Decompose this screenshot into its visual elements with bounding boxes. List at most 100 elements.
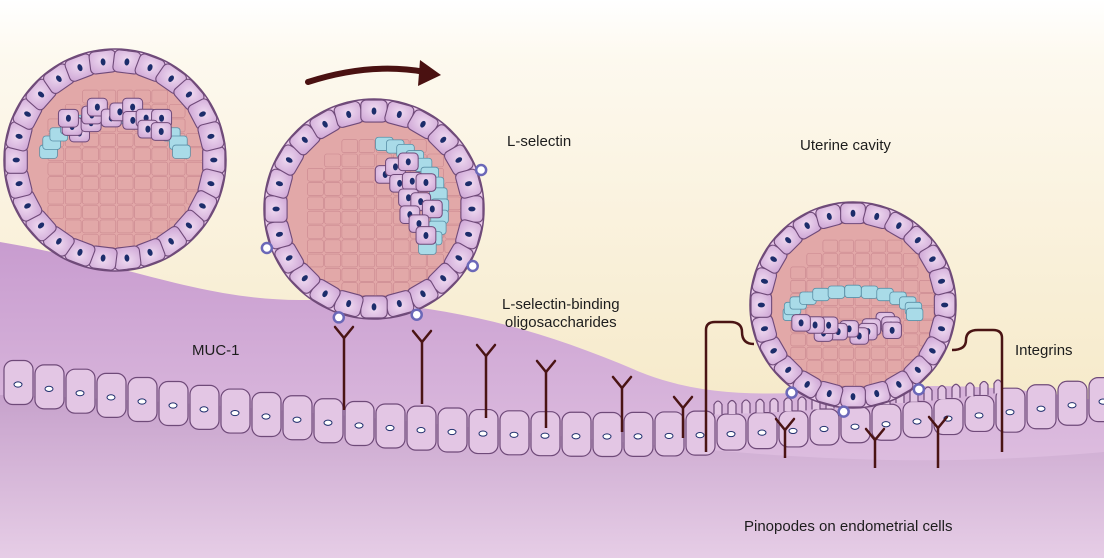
- epithelial-nucleus: [540, 432, 550, 439]
- trophectoderm-cell: [187, 98, 218, 130]
- trophectoderm-cell: [884, 211, 914, 240]
- pinopode: [979, 380, 989, 395]
- trophectoderm-cell: [360, 295, 388, 319]
- label-l-selectin-binding-line2: oligosaccharides: [504, 314, 617, 331]
- label-muc1: MUC-1: [192, 342, 240, 359]
- epithelial-nucleus: [1098, 398, 1104, 405]
- l-selectin-dot: [466, 259, 479, 273]
- trophectoderm-cell: [903, 225, 933, 255]
- epithelial-nucleus: [726, 430, 736, 438]
- trophectoderm-cell: [360, 99, 388, 123]
- trophectoderm-cell: [274, 242, 305, 274]
- epithelial-nucleus: [1036, 405, 1046, 412]
- blastocyst-3: [749, 201, 957, 418]
- pinopode: [937, 385, 947, 400]
- epithelial-nucleus: [447, 428, 457, 436]
- epithelial-nucleus: [478, 430, 488, 437]
- epithelial-nucleus: [602, 433, 612, 440]
- y-receptor-icon: [927, 415, 949, 468]
- trophectoderm-cell: [455, 168, 483, 199]
- icm-blue-cell: [844, 284, 862, 298]
- epithelial-nucleus: [664, 432, 674, 440]
- epithelial-nucleus: [75, 390, 85, 397]
- epithelial-nucleus: [509, 431, 519, 438]
- trophectoderm-cell: [840, 202, 866, 225]
- pinopode: [727, 399, 737, 415]
- epithelial-nucleus: [292, 416, 302, 423]
- y-receptor-icon: [475, 343, 497, 418]
- trophectoderm-cell: [815, 380, 844, 407]
- integrin-left: [704, 320, 755, 452]
- trophectoderm-cell: [112, 49, 142, 75]
- epithelial-nucleus: [416, 427, 426, 434]
- y-receptor-icon: [864, 427, 886, 468]
- epithelial-nucleus: [137, 398, 147, 405]
- y-receptor-icon: [774, 417, 796, 458]
- epithelial-nucleus: [261, 413, 271, 420]
- trophectoderm-cell: [792, 211, 822, 240]
- pinopode: [713, 400, 723, 415]
- trophectoderm-cell: [840, 385, 866, 408]
- epithelial-nucleus: [44, 385, 54, 392]
- trophectoderm-cell: [751, 267, 778, 296]
- blastocyst-2: [260, 98, 488, 324]
- label-l-selectin-binding-line1: L-selectin-binding: [502, 296, 620, 313]
- epithelial-nucleus: [323, 419, 333, 426]
- y-receptor-icon: [611, 375, 633, 432]
- pinopode: [741, 399, 751, 414]
- epithelial-nucleus: [1005, 409, 1015, 416]
- y-receptor-icon: [411, 329, 433, 404]
- trophectoderm-cell: [309, 278, 341, 309]
- trophectoderm-cell: [460, 195, 484, 223]
- epithelial-nucleus: [757, 429, 767, 436]
- label-uterine-cavity: Uterine cavity: [800, 137, 891, 154]
- endometrial-epithelium: [3, 359, 1104, 458]
- blastocyst-1: [3, 48, 227, 272]
- receptors: [333, 325, 949, 468]
- epithelial-nucleus: [881, 421, 891, 428]
- pinopode: [755, 398, 765, 413]
- trophectoderm-cell: [750, 292, 773, 318]
- l-selectin-dot: [410, 308, 423, 321]
- epithelial-nucleus: [106, 394, 116, 401]
- trophectoderm-cell: [12, 190, 43, 222]
- icm-blue-cell: [172, 144, 191, 159]
- epithelial-nucleus: [695, 432, 705, 439]
- l-selectin-dot: [785, 386, 798, 399]
- epithelial-nucleus: [385, 424, 395, 432]
- trophectoderm-cell: [928, 314, 955, 343]
- curved-arrow-icon: [305, 60, 441, 86]
- epithelial-nucleus: [168, 402, 178, 409]
- trophectoderm-cell: [264, 195, 288, 223]
- trophectoderm-cell: [815, 203, 844, 230]
- epithelial-nucleus: [230, 409, 240, 417]
- epithelial-nucleus: [788, 427, 798, 435]
- pinopode: [769, 397, 779, 413]
- epithelial-nucleus: [13, 381, 23, 388]
- trophectoderm-cell: [134, 238, 166, 267]
- label-pinopodes: Pinopodes on endometrial cells: [744, 518, 953, 535]
- icm-blue-cell: [812, 287, 830, 302]
- l-selectin-dot: [837, 405, 850, 418]
- l-selectin-dot: [912, 383, 926, 396]
- epithelial-nucleus: [199, 406, 209, 413]
- label-l-selectin-binding-oligosaccharides: L-selectin-binding oligosaccharides: [502, 296, 620, 332]
- trophectoderm-cell: [759, 336, 788, 366]
- pinopode: [951, 383, 961, 398]
- trophectoderm-cell: [197, 121, 225, 152]
- trophectoderm-cell: [455, 219, 483, 250]
- epithelial-nucleus: [354, 422, 364, 429]
- y-receptor-icon: [333, 325, 355, 410]
- trophectoderm-cell: [64, 53, 96, 82]
- trophectoderm-cell: [759, 244, 788, 274]
- trophectoderm-cell: [309, 109, 341, 140]
- pinopode: [783, 397, 793, 412]
- y-receptor-icon: [672, 395, 694, 438]
- icm-blue-cell: [860, 285, 879, 299]
- label-integrins: Integrins: [1015, 342, 1073, 359]
- icm-blue-cell: [827, 285, 846, 299]
- epithelial-nucleus: [633, 433, 643, 440]
- integrin-right: [951, 328, 1004, 452]
